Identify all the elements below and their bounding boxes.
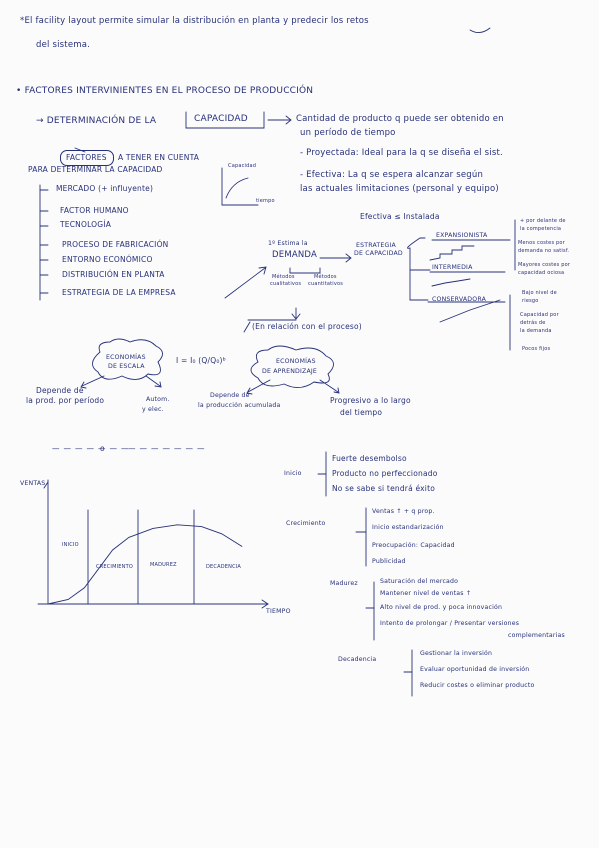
fase-name-crecimiento: Crecimiento	[286, 520, 326, 527]
capacity-definition-1: Cantidad de producto q puede ser obtenid…	[296, 114, 504, 124]
factor-item: PROCESO DE FABRICACIÓN	[62, 240, 169, 249]
fase-item: Producto no perfeccionado	[332, 469, 438, 478]
economias-formula: I = I₀ (Q/Q₀)ᵇ	[176, 356, 227, 365]
metodos-cuan-1: Métodos	[314, 274, 337, 280]
factor-item: TECNOLOGÍA	[60, 220, 112, 229]
exp-note: demanda no satisf.	[518, 248, 570, 254]
fase-item: Mantener nivel de ventas ↑	[380, 590, 472, 597]
estrategia-conservadora: CONSERVADORA	[432, 296, 487, 303]
fase-item: complementarias	[508, 632, 565, 639]
estrategia-label-1: ESTRATEGIA	[356, 242, 396, 249]
metodos-cual-2: cualitativos	[270, 281, 302, 287]
exp-note: + por delante de	[520, 218, 566, 224]
fase-item: Preocupación: Capacidad	[372, 542, 455, 549]
fase-name-inicio: Inicio	[284, 470, 302, 477]
autom-2: y elec.	[142, 406, 164, 413]
phase-label: INICIO	[62, 542, 79, 548]
cons-note: Bajo nivel de	[522, 290, 557, 296]
phase-label: DECADENCIA	[206, 564, 242, 570]
section-title: • FACTORES INTERVINIENTES EN EL PROCESO …	[16, 86, 314, 96]
fase-item: Inicio estandarización	[372, 524, 444, 531]
exp-note: Mayores costes por	[518, 262, 571, 268]
capacidad-box: CAPACIDAD	[194, 114, 248, 124]
factor-item: DISTRIBUCIÓN EN PLANTA	[62, 270, 165, 279]
depende-periodo-2: la prod. por período	[26, 396, 105, 405]
economias-aprendizaje-2: DE APRENDIZAJE	[262, 368, 318, 375]
fase-item: Gestionar la inversión	[420, 650, 493, 657]
factor-item: ESTRATEGIA DE LA EMPRESA	[62, 288, 176, 297]
fase-item: Ventas ↑ + q prop.	[372, 508, 435, 515]
depende-produccion-1: Depende de	[210, 392, 250, 399]
tiempo-axis-label: TIEMPO	[266, 608, 291, 615]
economias-escala-2: DE ESCALA	[108, 363, 145, 370]
efectiva-instalada: Efectiva ≤ Instalada	[360, 212, 440, 221]
section-divider: ———————	[52, 444, 133, 453]
efectiva-text-1: - Efectiva: La q se espera alcanzar segú…	[300, 170, 484, 180]
fase-item: Intento de prolongar / Presentar version…	[380, 620, 520, 627]
ventas-axis-label: VENTAS	[20, 480, 46, 487]
economias-aprendizaje-1: ECONOMÍAS	[276, 358, 316, 365]
metodos-cuan-2: cuantitativos	[308, 281, 344, 287]
estrategia-label-2: DE CAPACIDAD	[354, 250, 403, 257]
depende-produccion-2: la producción acumulada	[198, 402, 281, 409]
estrategia-intermedia: INTERMEDIA	[432, 264, 473, 271]
factores-box	[60, 150, 114, 166]
estima-label: 1º Estima la	[268, 240, 308, 247]
proyectada-text: - Proyectada: Ideal para la q se diseña …	[300, 148, 503, 158]
lifecycle-curve	[47, 524, 243, 605]
fase-item: Reducir costes o eliminar producto	[420, 682, 535, 689]
fase-item: No se sabe si tendrá éxito	[332, 484, 435, 493]
demanda-label: DEMANDA	[272, 250, 318, 260]
mini-graph-x-label: tiempo	[256, 198, 275, 204]
fase-item: Alto nivel de prod. y poca innovación	[380, 604, 503, 611]
fase-item: Publicidad	[372, 558, 406, 565]
progresivo-1: Progresivo a lo largo	[330, 396, 411, 405]
cons-note: la demanda	[520, 328, 552, 334]
determinacion-label: → DETERMINACIÓN DE LA	[36, 116, 157, 126]
cons-note: riesgo	[522, 298, 539, 304]
relacion-proceso: (En relación con el proceso)	[252, 322, 362, 331]
depende-periodo-1: Depende de	[36, 386, 84, 395]
fase-name-madurez: Madurez	[330, 580, 358, 587]
capacity-definition-2: un período de tiempo	[300, 128, 396, 138]
progresivo-2: del tiempo	[340, 408, 383, 417]
fase-item: Saturación del mercado	[380, 578, 459, 585]
divider-mark: o	[100, 444, 105, 453]
exp-note: la competencia	[520, 226, 562, 232]
factores-para: PARA DETERMINAR LA CAPACIDAD	[28, 165, 163, 174]
header-line-1: *El facility layout permite simular la d…	[20, 16, 369, 26]
factores-tener: A TENER EN CUENTA	[118, 153, 200, 162]
factor-item: MERCADO (+ influyente)	[56, 184, 154, 193]
efectiva-text-2: las actuales limitaciones (personal y eq…	[300, 184, 499, 194]
factores-label: FACTORES	[66, 153, 107, 162]
phase-label: CRECIMIENTO	[96, 564, 133, 570]
mini-graph-y-label: Capacidad	[228, 163, 257, 169]
phase-label: MADUREZ	[150, 562, 177, 568]
estrategia-expansionista: EXPANSIONISTA	[436, 232, 488, 239]
cons-note: Capacidad por	[520, 312, 559, 318]
factor-item: FACTOR HUMANO	[60, 206, 129, 215]
fase-name-decadencia: Decadencia	[338, 656, 377, 663]
cons-note: detrás de	[520, 320, 546, 326]
metodos-cual-1: Métodos	[272, 274, 295, 280]
section-divider: ———————	[128, 444, 209, 453]
exp-note: Menos costes por	[518, 240, 565, 246]
cons-note: Pocos fijos	[522, 346, 551, 352]
header-line-2: del sistema.	[36, 40, 91, 50]
fase-item: Evaluar oportunidad de inversión	[420, 666, 530, 673]
exp-note: capacidad ociosa	[518, 270, 565, 276]
factor-item: ENTORNO ECONÓMICO	[62, 255, 153, 264]
economias-escala-1: ECONOMÍAS	[106, 354, 146, 361]
fase-item: Fuerte desembolso	[332, 454, 407, 463]
autom-1: Autom.	[146, 396, 170, 403]
